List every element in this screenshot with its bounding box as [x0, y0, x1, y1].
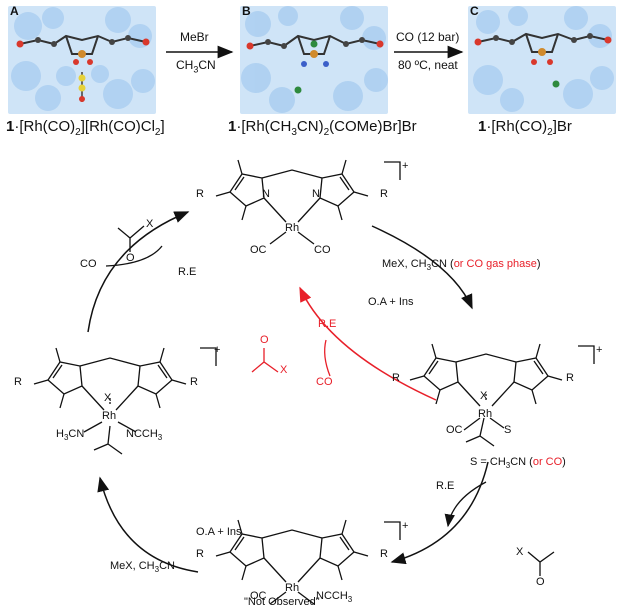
complex-right: [409, 343, 595, 447]
panel-a-image: [8, 6, 156, 114]
solvent-note: S = CH3CN (or CO): [470, 456, 566, 471]
step-label-mex-bottom: MeX, CH3CN: [110, 560, 175, 575]
caption-a: 1·[Rh(CO)2][Rh(CO)Cl2]: [6, 118, 165, 138]
bottom-r-right: R: [380, 548, 388, 560]
panel-c-label: C: [470, 4, 479, 18]
complex-left: [33, 347, 217, 455]
acyl-product-top: [117, 225, 145, 252]
right-r-left: R: [392, 372, 400, 384]
acyl-product-red: [251, 348, 279, 373]
top-n2: N: [312, 188, 320, 200]
right-r-right: R: [566, 372, 574, 384]
right-charge: +: [596, 344, 603, 356]
step-label-oa-ins-right: O.A + Ins: [368, 296, 414, 308]
not-observed-label: "Not Observed": [244, 596, 320, 608]
reagent-co-pressure: CO (12 bar): [396, 30, 460, 44]
complex-bottom: [215, 519, 401, 605]
panel-b-label: B: [242, 4, 251, 18]
complex-top: [215, 159, 401, 245]
left-h3cn: H3CN: [56, 428, 85, 443]
step-label-oa-ins-left: O.A + Ins: [196, 526, 242, 538]
arrow-red-re: [299, 286, 437, 401]
top-charge: +: [402, 160, 409, 172]
step-label-re-right: R.E: [436, 480, 455, 492]
panel-c-image: [468, 6, 616, 114]
top-r-right: R: [380, 188, 388, 200]
acyl-red-o: O: [260, 334, 269, 346]
acyl-bottom-o: O: [536, 576, 545, 588]
left-charge: +: [214, 344, 221, 356]
right-s: S: [504, 424, 512, 436]
left-x: X: [104, 392, 112, 404]
co-reagent-left: CO: [80, 258, 97, 270]
panel-a-label: A: [10, 4, 19, 18]
arrow-bottom-to-left: [97, 476, 199, 573]
reaction-temperature: 80 ºC, neat: [398, 58, 458, 72]
top-n1: N: [262, 188, 270, 200]
right-rh: Rh: [478, 408, 493, 420]
acyl-product-bottom: [527, 551, 555, 576]
left-ncch3: NCCH3: [126, 428, 163, 443]
arrow-release-bottom: [444, 481, 487, 528]
bottom-oc: OC: [250, 590, 267, 602]
right-x: X: [480, 390, 488, 402]
arrow-red-co: [324, 339, 331, 377]
co-reagent-red: CO: [316, 376, 333, 388]
acyl-top-o: O: [126, 252, 135, 264]
left-r-right: R: [190, 376, 198, 388]
acyl-red-x: X: [280, 364, 288, 376]
panel-b-image: [240, 6, 388, 114]
step-label-re-red: R.E: [318, 318, 337, 330]
bottom-charge: +: [402, 520, 409, 532]
step-label-oxidative-addition: MeX, CH3CN (or CO gas phase): [382, 258, 541, 273]
caption-c: 1·[Rh(CO)2]Br: [478, 118, 572, 138]
left-r-left: R: [14, 376, 22, 388]
right-oc: OC: [446, 424, 463, 436]
bottom-ncch3: NCCH3: [316, 590, 353, 605]
arrow-right-to-bottom: [390, 461, 489, 565]
arrow-top-to-right: [371, 225, 473, 310]
solvent-ch3cn: CH3CN: [176, 58, 216, 75]
reagent-mebr: MeBr: [180, 30, 209, 44]
arrow-left-to-top: [87, 211, 190, 333]
bottom-r-left: R: [196, 548, 204, 560]
step-label-re-left: R.E: [178, 266, 197, 278]
top-oc: OC: [250, 244, 267, 256]
arrow-co-in: [105, 245, 163, 267]
left-rh: Rh: [102, 410, 117, 422]
acyl-top-x: X: [146, 218, 154, 230]
bottom-rh: Rh: [285, 582, 300, 594]
top-rh: Rh: [285, 222, 300, 234]
top-co: CO: [314, 244, 331, 256]
acyl-bottom-x: X: [516, 546, 524, 558]
top-r-left: R: [196, 188, 204, 200]
caption-b: 1·[Rh(CH3CN)2(COMe)Br]Br: [228, 118, 417, 138]
